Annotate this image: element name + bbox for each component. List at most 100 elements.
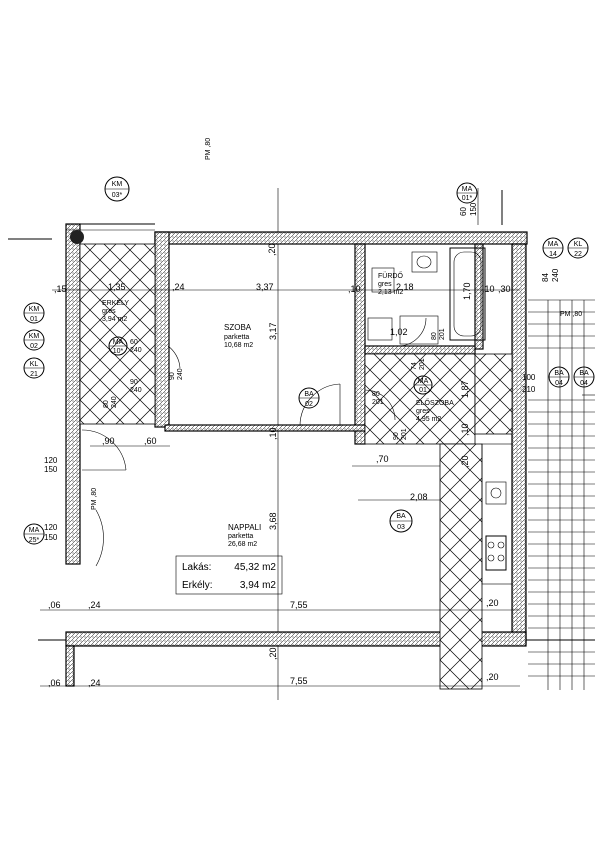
dim-text: 74 bbox=[411, 362, 418, 370]
dim-text: 240 bbox=[130, 347, 142, 354]
dim-text: ,10 bbox=[348, 284, 361, 294]
tag-ma14-top: MA bbox=[548, 241, 559, 248]
dim-text: 90 bbox=[169, 372, 176, 380]
dim-text: 1,87 bbox=[460, 380, 470, 398]
dim-text: 240 bbox=[177, 368, 184, 380]
kitchen-counter bbox=[481, 443, 513, 585]
dim-text: 1,70 bbox=[462, 282, 472, 300]
dim-text: ,10 bbox=[460, 423, 470, 436]
stove-icon bbox=[485, 535, 507, 571]
tag-ma01b: MA 01 bbox=[413, 375, 433, 395]
dim-text: ,10 bbox=[268, 427, 278, 440]
toilet-icon bbox=[371, 267, 395, 293]
tag-ba03: BA 03 bbox=[389, 509, 413, 533]
room-erkely-name: ERKÉLY bbox=[102, 298, 129, 307]
dim-text: 2,18 bbox=[396, 282, 414, 292]
dim-text: 240 bbox=[130, 387, 142, 394]
tag-ma01b-top: MA bbox=[418, 378, 429, 385]
tag-ma14-bottom: 14 bbox=[549, 251, 557, 258]
erkely-label: Erkély: bbox=[182, 580, 213, 591]
room-nappali-floor: parketta bbox=[228, 533, 253, 540]
tag-ba02-bottom: 02 bbox=[305, 401, 313, 408]
room-eloszoba-area: 4,95 m2 bbox=[416, 416, 441, 423]
tag-ba03-bottom: 03 bbox=[397, 524, 405, 531]
tag-km01-top: KM bbox=[29, 306, 40, 313]
dim-text: 240 bbox=[111, 396, 118, 408]
tag-ma10: MA 10* bbox=[108, 336, 128, 356]
dim-text: 240 bbox=[551, 268, 560, 282]
dim-text: ,60 bbox=[144, 436, 157, 446]
tag-ma25: MA 25* bbox=[23, 523, 45, 545]
tag-kl21-top: KL bbox=[30, 361, 39, 368]
dim-text: 1,35 bbox=[108, 282, 126, 292]
room-label-nappali: NAPPALI parketta 26,68 m2 bbox=[228, 523, 261, 548]
dim-text: 1,02 bbox=[390, 327, 408, 337]
tag-ma14: MA 14 bbox=[542, 237, 564, 259]
tag-ma10-bottom: 10* bbox=[113, 348, 124, 355]
dim-text: ,20 bbox=[486, 598, 499, 608]
tag-ma25-top: MA bbox=[29, 527, 40, 534]
erkely-value: 3,94 m2 bbox=[240, 580, 277, 591]
dim-text: PM ,80 bbox=[91, 488, 98, 510]
dim-text: 60 bbox=[130, 339, 138, 346]
tag-ma01b-bottom: 01 bbox=[419, 387, 427, 394]
dim-text: 150 bbox=[44, 533, 58, 542]
dim-text: 60 bbox=[459, 207, 468, 216]
lakas-value: 45,32 m2 bbox=[234, 562, 276, 573]
dim-text: 7,55 bbox=[290, 600, 308, 610]
dim-text: 120 bbox=[44, 456, 58, 465]
dim-text: 100 bbox=[522, 373, 536, 382]
room-eloszoba-name: ELŐSZOBA bbox=[416, 398, 454, 407]
dim-text: ,90 bbox=[102, 436, 115, 446]
dim-text: ,24 bbox=[88, 600, 101, 610]
dim-text: 7,55 bbox=[290, 676, 308, 686]
tag-ba04-bottom: 04 bbox=[555, 380, 563, 387]
walls bbox=[65, 223, 528, 687]
tag-km03: KM 03* bbox=[104, 176, 130, 202]
tag-kl22-top: KL bbox=[574, 241, 583, 248]
door-swings bbox=[81, 317, 427, 567]
dim-text: 2,08 bbox=[410, 492, 428, 502]
dim-text: 201 bbox=[439, 328, 446, 340]
dimension-texts: ,15 1,35 ,24 3,37 ,10 2,18 ,10 ,30 ,20 3… bbox=[44, 138, 582, 688]
dim-text: PM ,80 bbox=[205, 138, 212, 160]
shaft-hatch bbox=[439, 443, 483, 690]
dim-text: ,06 bbox=[48, 600, 61, 610]
dim-text: 150 bbox=[469, 202, 478, 216]
dim-text: 80 bbox=[372, 391, 380, 398]
tag-km02-bottom: 02 bbox=[30, 343, 38, 350]
room-furdo-floor: gres bbox=[378, 281, 392, 288]
room-furdo-area: 2,13 m2 bbox=[378, 289, 403, 296]
tag-kl21-bottom: 21 bbox=[30, 371, 38, 378]
tag-ma01-top: MA bbox=[462, 186, 473, 193]
dim-text: 3,37 bbox=[256, 282, 274, 292]
dim-text: 210 bbox=[522, 385, 536, 394]
tag-kl21: KL 21 bbox=[23, 357, 45, 379]
tag-ba04b-bottom: 04 bbox=[580, 380, 588, 387]
dim-text: ,20 bbox=[268, 647, 278, 660]
dim-text: 80 bbox=[103, 400, 110, 408]
dim-text: ,06 bbox=[48, 678, 61, 688]
area-summary: Lakás: 45,32 m2 Erkély: 3,94 m2 bbox=[182, 562, 276, 591]
dim-text: 201 bbox=[419, 358, 426, 370]
tag-km01: KM 01 bbox=[23, 302, 45, 324]
dim-text: ,24 bbox=[172, 282, 185, 292]
dim-text: 150 bbox=[44, 465, 58, 474]
tag-km02-top: KM bbox=[29, 333, 40, 340]
sink-icon bbox=[485, 481, 507, 505]
dim-text: ,20 bbox=[267, 243, 277, 256]
tag-ma01-bottom: 01* bbox=[462, 195, 473, 202]
dim-text: ,70 bbox=[376, 454, 389, 464]
room-szoba-floor: parketta bbox=[224, 334, 249, 341]
room-nappali-name: NAPPALI bbox=[228, 523, 261, 532]
dim-text: ,15 bbox=[54, 284, 67, 294]
dim-text: PM ,80 bbox=[560, 311, 582, 318]
tag-ma10-top: MA bbox=[113, 339, 124, 346]
tag-km03-top: KM bbox=[112, 181, 123, 188]
staircase-lines bbox=[528, 299, 595, 690]
balcony-hatch bbox=[79, 243, 156, 425]
tag-ma01: MA 01* bbox=[456, 182, 478, 204]
room-label-furdo: FÜRDŐ gres 2,13 m2 bbox=[378, 271, 403, 296]
washbasin-icon bbox=[411, 251, 438, 273]
